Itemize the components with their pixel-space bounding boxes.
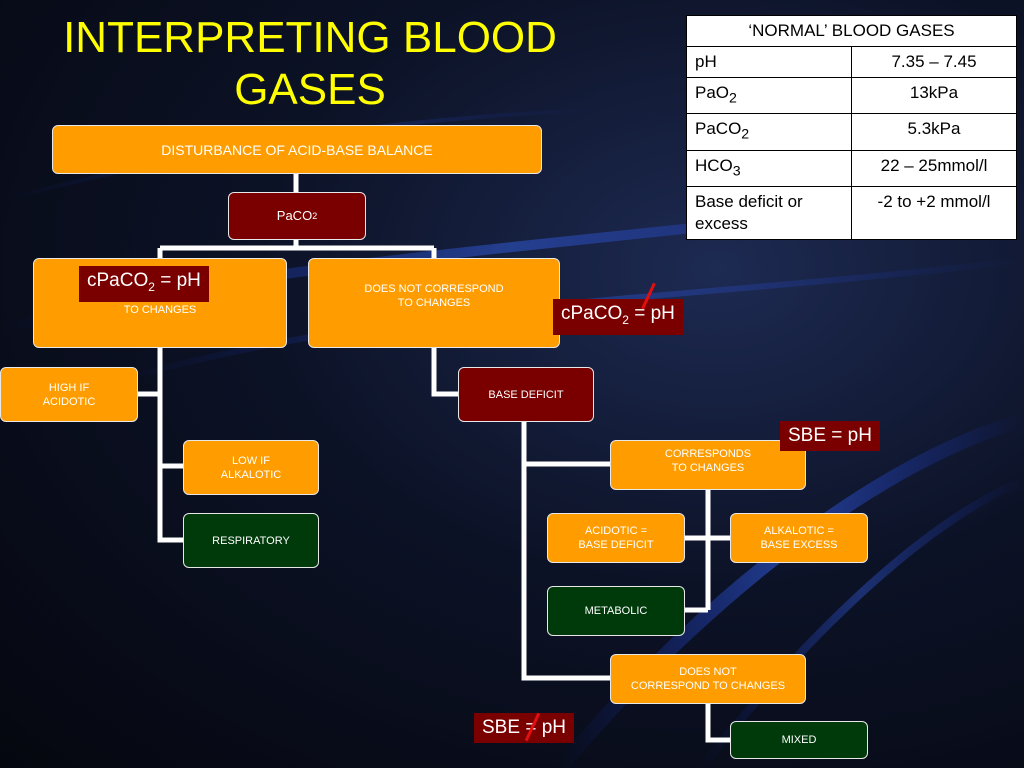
value-cell: 22 – 25mmol/l xyxy=(851,149,1017,188)
param-cell: pH xyxy=(686,46,852,78)
param-cell: Base deficit or excess xyxy=(686,186,852,241)
param-cell: PaO2 xyxy=(686,76,852,115)
node-alkalotic-base-excess: ALKALOTIC = BASE EXCESS xyxy=(730,513,868,563)
node-disturbance: DISTURBANCE OF ACID-BASE BALANCE xyxy=(52,125,542,174)
normal-blood-gases-table: ‘NORMAL’ BLOOD GASES pH 7.35 – 7.45 PaO2… xyxy=(686,15,1017,241)
node-high-if-acidotic: HIGH IF ACIDOTIC xyxy=(0,367,138,422)
node-corresponds: CORRESPONDS TO CHANGES xyxy=(610,440,806,490)
label-cpaco2-not-equals-ph: cPaCO2 = pH xyxy=(553,299,683,335)
table-row: pH 7.35 – 7.45 xyxy=(686,46,1017,78)
node-base-deficit: BASE DEFICIT xyxy=(458,367,594,422)
node-acidotic-base-deficit: ACIDOTIC = BASE DEFICIT xyxy=(547,513,685,563)
table-row: PaO2 13kPa xyxy=(686,76,1017,115)
node-metabolic: METABOLIC xyxy=(547,586,685,636)
node-respiratory: RESPIRATORY xyxy=(183,513,319,568)
node-low-if-alkalotic: LOW IF ALKALOTIC xyxy=(183,440,319,495)
table-row: HCO3 22 – 25mmol/l xyxy=(686,149,1017,188)
label-sbe-equals-ph: SBE = pH xyxy=(780,421,880,451)
value-cell: 13kPa xyxy=(851,76,1017,115)
node-does-not-correspond: DOES NOT CORRESPOND TO CHANGES xyxy=(308,258,560,348)
value-cell: -2 to +2 mmol/l xyxy=(851,186,1017,241)
param-cell: HCO3 xyxy=(686,149,852,188)
table-header: ‘NORMAL’ BLOOD GASES xyxy=(686,15,1017,47)
value-cell: 5.3kPa xyxy=(851,113,1017,151)
node-label: TO CHANGES xyxy=(123,304,197,316)
table-row: Base deficit or excess -2 to +2 mmol/l xyxy=(686,186,1017,241)
value-cell: 7.35 – 7.45 xyxy=(851,46,1017,78)
page-title: INTERPRETING BLOOD GASES xyxy=(63,13,557,114)
param-cell: PaCO2 xyxy=(686,113,852,151)
label-cpaco2-equals-ph: cPaCO2 = pH xyxy=(79,266,209,302)
table-row: PaCO2 5.3kPa xyxy=(686,113,1017,151)
node-mixed: MIXED xyxy=(730,721,868,759)
node-does-not-correspond-2: DOES NOT CORRESPOND TO CHANGES xyxy=(610,654,806,704)
label-sbe-not-equals-ph: SBE = pH xyxy=(474,713,574,743)
